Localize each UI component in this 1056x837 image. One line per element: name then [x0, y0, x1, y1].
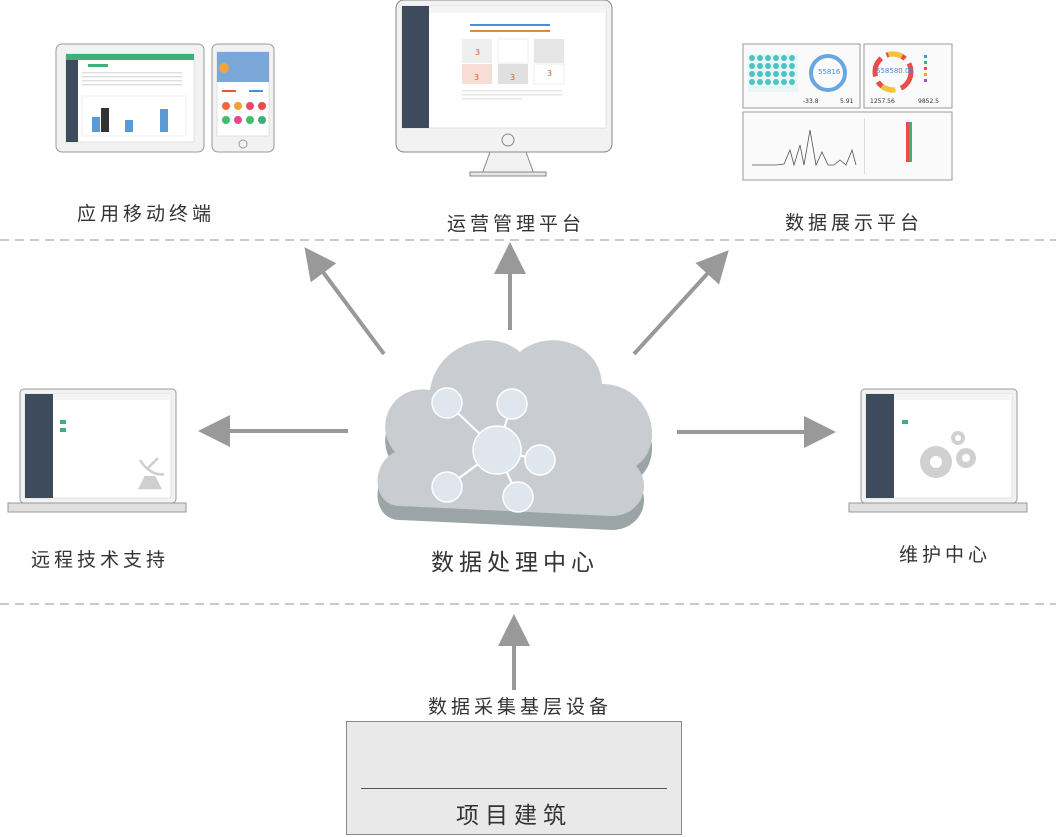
display-value-5: 1257.56 — [870, 98, 895, 105]
network-node — [524, 444, 556, 476]
cloud-icon — [377, 340, 653, 530]
network-node — [431, 471, 463, 503]
display-value-4: 5.91 — [840, 98, 854, 105]
gears-icon — [920, 431, 976, 478]
ops-value-1: 3 — [475, 48, 481, 57]
label-data-center: 数据处理中心 — [431, 550, 599, 576]
network-node — [502, 481, 534, 513]
network-node — [496, 388, 528, 420]
arrow-to-display — [632, 250, 729, 356]
label-ops-platform: 运营管理平台 — [447, 213, 586, 235]
label-remote-support: 远程技术支持 — [31, 549, 170, 571]
display-value-1: 55816 — [818, 68, 841, 76]
label-display-platform: 数据展示平台 — [785, 212, 924, 234]
remote-laptop — [7, 388, 187, 513]
divider — [361, 788, 667, 789]
display-value-3: -33.8 — [803, 98, 819, 105]
label-collection-devices: 数据采集基层设备 — [428, 696, 613, 718]
tablet-device — [55, 43, 205, 153]
label-mobile-terminal: 应用移动终端 — [77, 203, 216, 225]
display-value-2: 558580.05 — [876, 67, 914, 75]
ops-value-4: 3 — [510, 73, 516, 82]
ops-value-3: 3 — [474, 73, 480, 82]
phone-device — [211, 43, 275, 153]
ops-value-2: 3 — [547, 69, 553, 78]
label-project-building: 项目建筑 — [456, 803, 572, 829]
monitor-device — [395, 0, 613, 177]
arrow-to-mobile — [304, 247, 386, 356]
network-hub-node — [472, 425, 522, 475]
satellite-dish-icon — [137, 457, 165, 490]
display-dashboard — [742, 43, 953, 181]
network-node — [431, 387, 463, 419]
project-building-box: 项目建筑 — [346, 721, 682, 835]
arrows — [198, 242, 836, 690]
label-maintenance-center: 维护中心 — [899, 544, 992, 566]
display-value-6: 9852.5 — [918, 98, 939, 105]
maintenance-laptop — [848, 388, 1028, 513]
